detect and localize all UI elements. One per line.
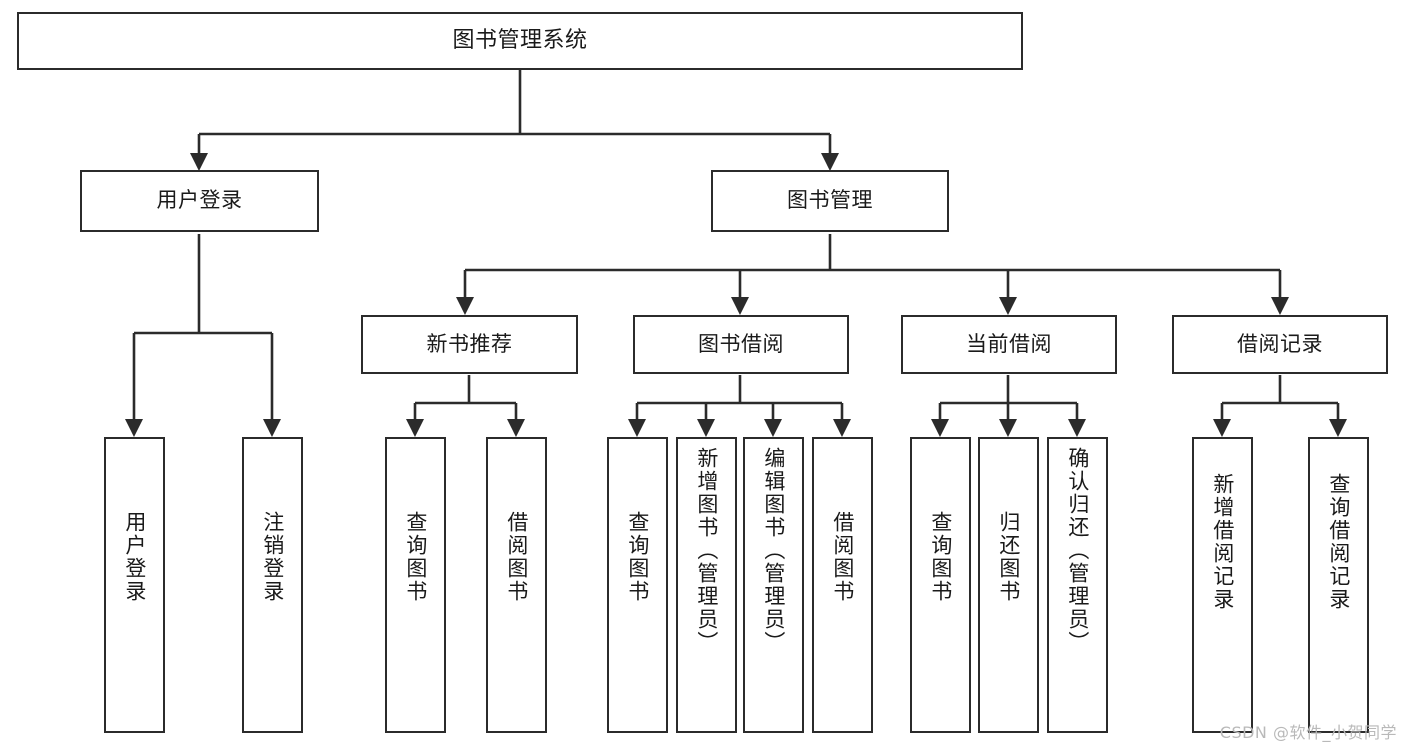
node-book-borrow[interactable]: 图书借阅 (633, 315, 849, 374)
leaf-new-book-query-label: 查询图书 (403, 511, 428, 603)
leaf-borrow-record-query[interactable]: 查询借阅记录 (1308, 437, 1369, 733)
node-current-borrow-label: 当前借阅 (966, 331, 1052, 356)
leaf-current-borrow-query[interactable]: 查询图书 (910, 437, 971, 733)
leaf-new-book-query[interactable]: 查询图书 (385, 437, 446, 733)
leaf-user-login-signin-label: 用户登录 (122, 511, 147, 603)
leaf-book-borrow-query[interactable]: 查询图书 (607, 437, 668, 733)
leaf-book-borrow-edit-label: 编辑图书（管理员） (761, 447, 786, 654)
leaf-current-borrow-query-label: 查询图书 (928, 511, 953, 603)
leaf-current-borrow-confirm-label: 确认归还（管理员） (1065, 447, 1090, 654)
leaf-borrow-record-query-label: 查询借阅记录 (1326, 473, 1351, 611)
node-new-book-recommend-label: 新书推荐 (426, 331, 513, 356)
node-borrow-record-label: 借阅记录 (1237, 331, 1323, 356)
csdn-watermark: CSDN @软件_小贺同学 (1219, 723, 1397, 742)
leaf-current-borrow-return-label: 归还图书 (996, 511, 1021, 603)
node-book-borrow-label: 图书借阅 (698, 331, 784, 356)
leaf-user-login-signin[interactable]: 用户登录 (104, 437, 165, 733)
leaf-borrow-record-add[interactable]: 新增借阅记录 (1192, 437, 1253, 733)
leaf-book-borrow-add[interactable]: 新增图书（管理员） (676, 437, 737, 733)
node-root-system[interactable]: 图书管理系统 (17, 12, 1023, 70)
node-user-login-label: 用户登录 (156, 188, 243, 213)
node-current-borrow[interactable]: 当前借阅 (901, 315, 1117, 374)
node-borrow-record[interactable]: 借阅记录 (1172, 315, 1388, 374)
leaf-current-borrow-return[interactable]: 归还图书 (978, 437, 1039, 733)
node-book-management[interactable]: 图书管理 (711, 170, 949, 232)
leaf-borrow-record-add-label: 新增借阅记录 (1210, 473, 1235, 611)
leaf-user-login-signout-label: 注销登录 (260, 511, 285, 603)
node-book-management-label: 图书管理 (787, 188, 873, 213)
leaf-user-login-signout[interactable]: 注销登录 (242, 437, 303, 733)
leaf-book-borrow-borrow-label: 借阅图书 (830, 511, 855, 603)
leaf-book-borrow-edit[interactable]: 编辑图书（管理员） (743, 437, 804, 733)
leaf-current-borrow-confirm[interactable]: 确认归还（管理员） (1047, 437, 1108, 733)
leaf-new-book-borrow[interactable]: 借阅图书 (486, 437, 547, 733)
leaf-book-borrow-borrow[interactable]: 借阅图书 (812, 437, 873, 733)
leaf-book-borrow-query-label: 查询图书 (625, 511, 650, 603)
node-root-system-label: 图书管理系统 (452, 27, 588, 53)
node-new-book-recommend[interactable]: 新书推荐 (361, 315, 578, 374)
leaf-new-book-borrow-label: 借阅图书 (504, 511, 529, 603)
node-user-login[interactable]: 用户登录 (80, 170, 319, 232)
leaf-book-borrow-add-label: 新增图书（管理员） (694, 447, 719, 654)
